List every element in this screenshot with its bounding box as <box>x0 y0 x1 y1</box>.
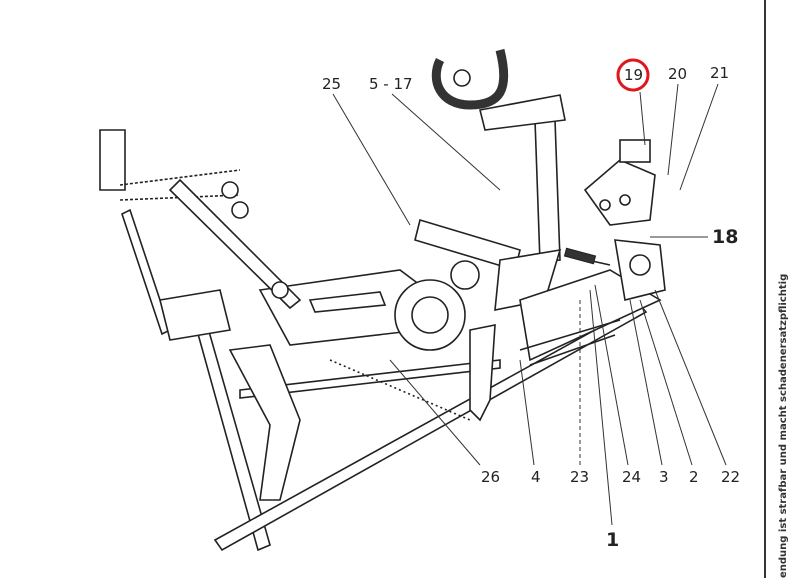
part-label-26: 26 <box>481 468 500 486</box>
part-label-20: 20 <box>668 65 687 83</box>
part-label-22: 22 <box>721 468 740 486</box>
part-label-25: 25 <box>322 75 341 93</box>
highlight-circle <box>616 58 650 92</box>
part-label-2: 2 <box>689 468 699 486</box>
mechanism-drawing <box>99 48 666 552</box>
part-label-24: 24 <box>622 468 641 486</box>
part-label-18: 18 <box>712 226 738 248</box>
part-label-21: 21 <box>710 64 729 82</box>
part-label-3: 3 <box>659 468 669 486</box>
part-label-5-17: 5 - 17 <box>369 75 413 93</box>
part-label-23: 23 <box>570 468 589 486</box>
part-label-19: 19 <box>624 66 643 84</box>
copyright-side-text: endung ist strafbar und macht schadeners… <box>778 273 789 578</box>
part-label-1: 1 <box>606 529 619 551</box>
part-label-4: 4 <box>531 468 541 486</box>
leader-lines <box>332 83 727 526</box>
